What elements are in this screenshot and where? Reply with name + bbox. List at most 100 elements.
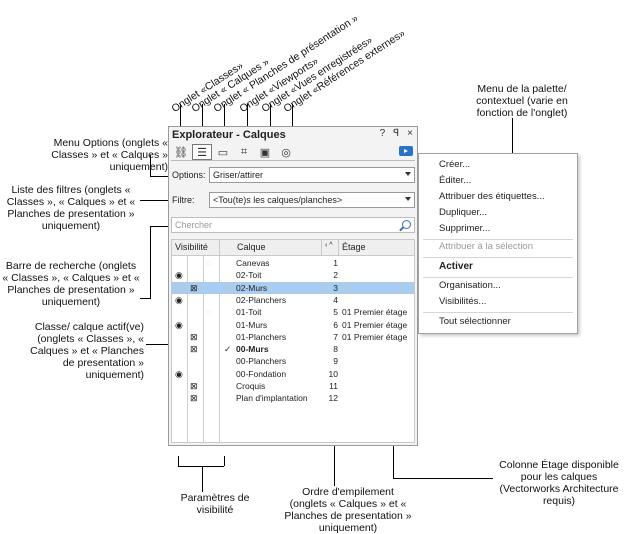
table-row[interactable]: ◌ 01-Toit 5 01 Premier étage bbox=[172, 306, 414, 318]
context-menu: Créer... Éditer... Attribuer des étiquet… bbox=[418, 153, 578, 334]
grey-icon[interactable]: ◌ bbox=[206, 258, 212, 268]
stacking-order: 10 bbox=[328, 368, 338, 379]
layer-name: Plan d'implantation bbox=[236, 393, 308, 404]
menu-item-organization[interactable]: Organisation... bbox=[439, 280, 501, 291]
layer-name: 00-Planchers bbox=[236, 356, 287, 367]
callout-filter-list: Liste des filtres (onglets « Classes », … bbox=[6, 184, 136, 232]
hidden-icon[interactable]: ⊠ bbox=[190, 393, 198, 404]
stacking-order: 12 bbox=[328, 393, 338, 404]
layer-name: 01-Planchers bbox=[236, 331, 287, 342]
hidden-icon[interactable]: ⊠ bbox=[190, 331, 198, 342]
tab-viewports[interactable]: ⌗ bbox=[234, 144, 254, 160]
stacking-order: 7 bbox=[333, 331, 338, 342]
stacking-order: 8 bbox=[333, 344, 338, 355]
hidden-icon[interactable]: ⊠ bbox=[190, 344, 198, 355]
layer-name: 00-Fondation bbox=[236, 368, 287, 379]
layer-name: 02-Planchers bbox=[236, 294, 287, 305]
menu-item-edit[interactable]: Éditer... bbox=[439, 175, 472, 186]
close-icon[interactable]: × bbox=[407, 128, 413, 139]
column-layer[interactable]: Calque bbox=[234, 240, 322, 256]
search-icon[interactable] bbox=[402, 220, 411, 229]
viewports-icon: ⌗ bbox=[240, 145, 248, 158]
tab-vues[interactable]: ▣ bbox=[255, 144, 275, 160]
help-icon[interactable]: ? bbox=[379, 128, 386, 139]
menu-item-visibilities[interactable]: Visibilités... bbox=[439, 296, 487, 307]
table-row[interactable]: ◉ 00-Fondation 10 bbox=[172, 368, 414, 380]
layer-name: 01-Murs bbox=[236, 319, 268, 330]
search-input[interactable]: Chercher bbox=[171, 217, 415, 233]
palette-menu-button[interactable] bbox=[399, 146, 413, 156]
filter-value: <Tou(te)s les calques/planches> bbox=[213, 195, 343, 205]
layers-icon: ☰ bbox=[197, 146, 207, 159]
tab-planches[interactable]: ▭ bbox=[213, 144, 233, 160]
hidden-icon[interactable]: ⊠ bbox=[190, 282, 198, 293]
hidden-icon[interactable]: ⊠ bbox=[190, 381, 198, 391]
chevron-down-icon bbox=[405, 172, 411, 176]
stacking-order: 1 bbox=[333, 258, 338, 268]
tab-references[interactable]: ◎ bbox=[276, 144, 296, 160]
callout-active-class: Classe/ calque actif(ve) (onglets « Clas… bbox=[30, 321, 144, 381]
floor-name: 01 Premier étage bbox=[342, 319, 408, 330]
table-row[interactable]: ◉ 01-Murs 6 01 Premier étage bbox=[172, 319, 414, 331]
menu-separator bbox=[423, 277, 573, 278]
table-header: Visibilité Calque ‹ ^ Étage bbox=[172, 240, 414, 256]
column-visibility[interactable]: Visibilité bbox=[172, 240, 220, 256]
pin-icon[interactable]: ꟼ bbox=[393, 128, 400, 139]
navigation-palette: Explorateur - Calques ? ꟼ × ⛓ ☰ ▭ ⌗ ▣ ◎ … bbox=[168, 126, 418, 446]
floor-name: 01 Premier étage bbox=[342, 331, 408, 342]
table-row[interactable]: 00-Planchers 9 bbox=[172, 355, 414, 367]
references-icon: ◎ bbox=[281, 146, 291, 159]
search-placeholder: Chercher bbox=[175, 220, 213, 230]
chevron-down-icon bbox=[405, 197, 411, 201]
sheet-icon: ▭ bbox=[217, 146, 229, 159]
stacking-order: 6 bbox=[333, 319, 338, 330]
callout-floor-column: Colonne Étage disponible pour les calque… bbox=[499, 459, 619, 507]
eye-icon[interactable]: ◉ bbox=[175, 319, 183, 330]
layer-name: 01-Toit bbox=[236, 307, 262, 318]
saved-views-icon: ▣ bbox=[259, 146, 271, 159]
column-order[interactable]: ‹ ^ bbox=[322, 240, 339, 256]
menu-item-delete[interactable]: Supprimer... bbox=[439, 223, 491, 234]
stacking-order: 9 bbox=[333, 356, 338, 367]
options-value: Griser/attirer bbox=[213, 170, 264, 180]
stacking-order: 2 bbox=[333, 270, 338, 281]
floor-name: 01 Premier étage bbox=[342, 307, 408, 318]
callout-menu-options: Menu Options (onglets « Classes » et « C… bbox=[51, 137, 168, 173]
menu-separator bbox=[423, 239, 573, 240]
menu-item-assign-tags[interactable]: Attribuer des étiquettes... bbox=[439, 191, 545, 202]
options-dropdown[interactable]: Griser/attirer bbox=[209, 167, 415, 183]
menu-item-create[interactable]: Créer... bbox=[439, 159, 471, 170]
palette-title: Explorateur - Calques bbox=[172, 129, 286, 141]
menu-separator bbox=[423, 257, 573, 258]
callout-visibility-params: Paramètres de visibilité bbox=[180, 492, 250, 516]
table-row[interactable]: ⊠ Plan d'implantation 12 bbox=[172, 392, 414, 404]
menu-item-duplicate[interactable]: Dupliquer... bbox=[439, 207, 488, 218]
filter-dropdown[interactable]: <Tou(te)s les calques/planches> bbox=[209, 192, 415, 208]
layer-name: 02-Toit bbox=[236, 270, 262, 281]
table-row[interactable]: ⊠ 01-Planchers 7 01 Premier étage bbox=[172, 331, 414, 343]
filter-label: Filtre: bbox=[172, 195, 195, 205]
menu-item-select-all[interactable]: Tout sélectionner bbox=[439, 316, 511, 327]
stacking-order: 11 bbox=[329, 381, 338, 391]
table-row[interactable]: ◌ Canevas 1 bbox=[172, 257, 414, 269]
menu-item-assign-selection: Attribuer à la sélection bbox=[439, 241, 533, 252]
layer-name: 00-Murs bbox=[236, 344, 269, 355]
column-floor[interactable]: Étage bbox=[342, 242, 366, 252]
layers-table: Visibilité Calque ‹ ^ Étage ◌ Canevas 1 ◉ 02… bbox=[171, 239, 415, 443]
eye-icon[interactable]: ◉ bbox=[175, 294, 183, 305]
tab-calques[interactable]: ☰ bbox=[192, 144, 212, 160]
menu-item-activate[interactable]: Activer bbox=[439, 261, 473, 272]
layer-name: Canevas bbox=[236, 258, 270, 268]
grey-icon[interactable]: ◌ bbox=[206, 307, 212, 318]
tab-classes[interactable]: ⛓ bbox=[171, 144, 191, 160]
callout-stacking-order: Ordre d'empilement (onglets « Calques » … bbox=[284, 486, 412, 534]
eye-icon[interactable]: ◉ bbox=[175, 270, 183, 281]
eye-icon[interactable]: ◉ bbox=[175, 368, 183, 379]
options-label: Options: bbox=[172, 170, 206, 180]
table-row[interactable]: ◉ 02-Toit 2 bbox=[172, 269, 414, 281]
stacking-order: 5 bbox=[333, 307, 338, 318]
